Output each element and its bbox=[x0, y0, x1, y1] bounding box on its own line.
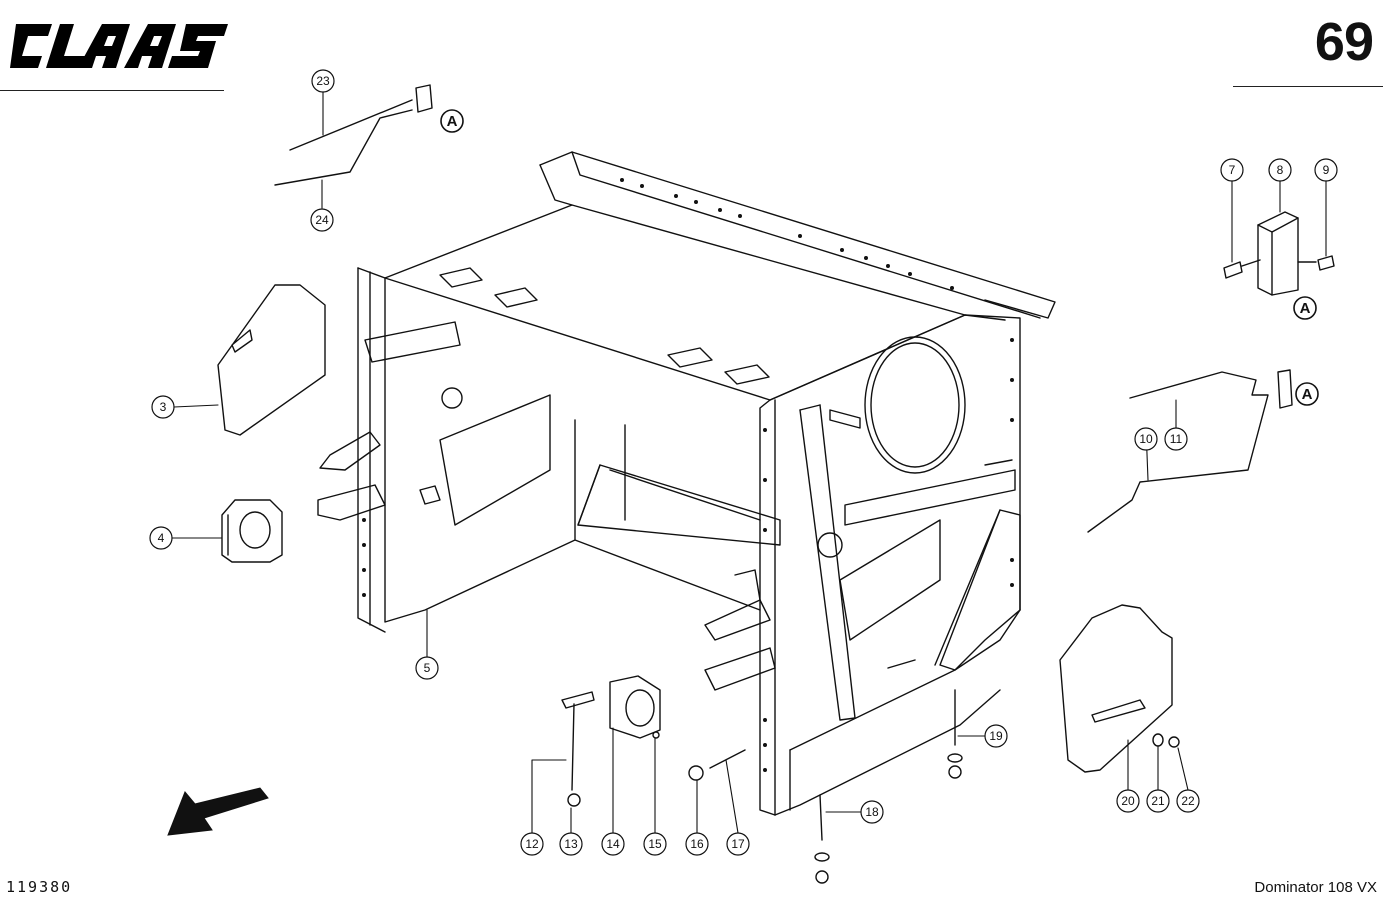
callout-label: 4 bbox=[158, 531, 165, 545]
reference-markers: A A A bbox=[440, 109, 1319, 406]
claas-logo bbox=[10, 24, 228, 68]
callout-label: 10 bbox=[1139, 432, 1153, 446]
callout-label: 7 bbox=[1229, 163, 1236, 177]
callout-label: 20 bbox=[1121, 794, 1135, 808]
callout-label: 24 bbox=[315, 213, 329, 227]
reference-marker-a: A bbox=[1300, 300, 1311, 317]
reference-marker-a: A bbox=[447, 113, 458, 130]
callout-label: 13 bbox=[564, 837, 578, 851]
callout-labels: 23 24 3 4 5 7 8 9 10 11 12 13 14 15 16 1… bbox=[149, 69, 1338, 856]
reference-marker-a: A bbox=[1302, 386, 1313, 403]
callout-label: 11 bbox=[1170, 432, 1183, 446]
rivet-holes bbox=[362, 178, 1014, 772]
callout-label: 8 bbox=[1277, 163, 1284, 177]
callout-label: 18 bbox=[865, 805, 879, 819]
leader-lines bbox=[171, 91, 1327, 834]
callout-label: 15 bbox=[648, 837, 662, 851]
direction-arrow-icon bbox=[167, 787, 269, 836]
callout-label: 21 bbox=[1151, 794, 1165, 808]
nuts-and-washers bbox=[567, 731, 1180, 884]
callout-label: 17 bbox=[731, 837, 745, 851]
drawing-number: 119380 bbox=[6, 878, 73, 896]
wires bbox=[274, 84, 433, 186]
main-frame-housing bbox=[317, 151, 1056, 816]
callout-label: 5 bbox=[424, 661, 431, 675]
cover-plate bbox=[1059, 604, 1173, 773]
model-name: Dominator 108 VX bbox=[1254, 879, 1377, 896]
header-rule-left bbox=[0, 90, 224, 91]
callout-label: 16 bbox=[690, 837, 704, 851]
bracket-block bbox=[1223, 211, 1335, 296]
callout-label: 12 bbox=[525, 837, 539, 851]
side-plate bbox=[217, 284, 326, 436]
page-number: 69 bbox=[1314, 12, 1374, 72]
callout-label: 22 bbox=[1181, 794, 1195, 808]
callout-label: 23 bbox=[316, 74, 330, 88]
callout-label: 3 bbox=[160, 400, 167, 414]
bearing-housing bbox=[221, 499, 283, 563]
callout-label: 9 bbox=[1323, 163, 1330, 177]
rods bbox=[1087, 369, 1293, 533]
header-rule-right bbox=[1233, 86, 1383, 87]
hardware bbox=[561, 675, 956, 841]
callout-label: 19 bbox=[989, 729, 1003, 743]
callout-label: 14 bbox=[606, 837, 620, 851]
